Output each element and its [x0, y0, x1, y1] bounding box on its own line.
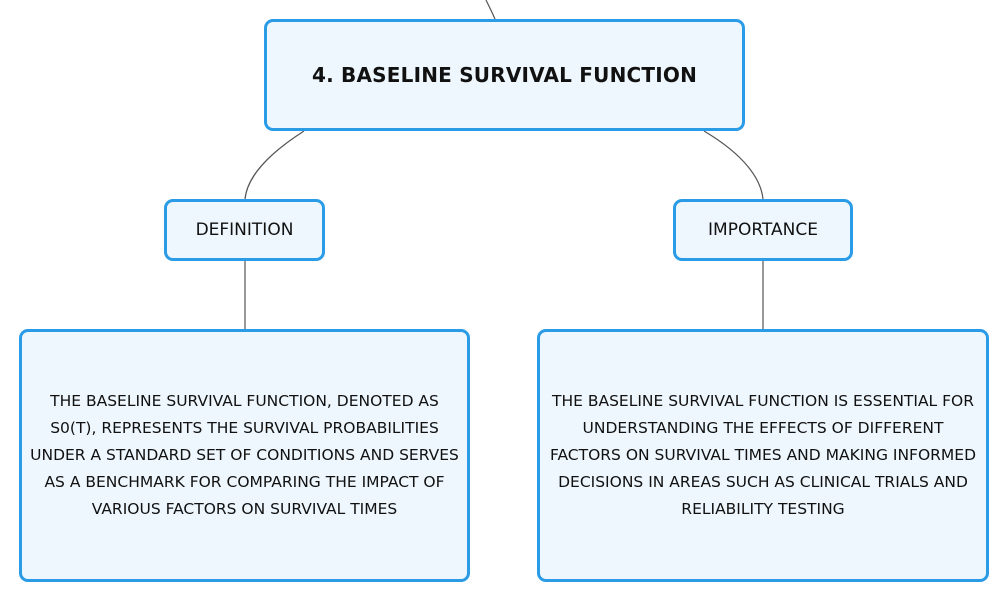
connector-parent-to-root	[485, 0, 496, 20]
connector-root-to-importance	[703, 130, 764, 200]
definition-detail-node[interactable]: THE BASELINE SURVIVAL FUNCTION, DENOTED …	[19, 329, 470, 582]
importance-detail-node[interactable]: THE BASELINE SURVIVAL FUNCTION IS ESSENT…	[537, 329, 989, 582]
definition-topic-label: DEFINITION	[195, 220, 294, 240]
importance-topic-node[interactable]: IMPORTANCE	[673, 199, 853, 261]
importance-detail-text: THE BASELINE SURVIVAL FUNCTION IS ESSENT…	[549, 392, 977, 518]
root-topic-node[interactable]: 4. BASELINE SURVIVAL FUNCTION	[264, 19, 745, 131]
definition-topic-node[interactable]: DEFINITION	[164, 199, 325, 261]
connector-root-to-definition	[244, 130, 305, 200]
definition-detail-text: THE BASELINE SURVIVAL FUNCTION, DENOTED …	[30, 392, 459, 518]
root-topic-title: 4. BASELINE SURVIVAL FUNCTION	[311, 63, 698, 87]
importance-topic-label: IMPORTANCE	[708, 220, 818, 240]
